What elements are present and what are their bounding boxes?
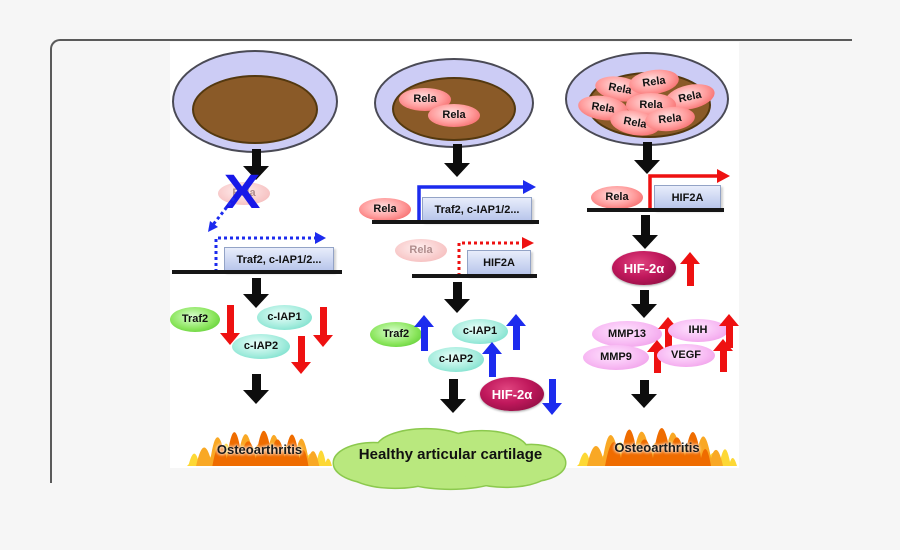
rela-weak: Rela — [395, 239, 447, 262]
decrease-arrow-icon — [542, 379, 562, 415]
down-arrow-icon — [632, 215, 658, 249]
ciap2-protein: c-IAP2 — [232, 334, 290, 359]
ciap1-protein: c-IAP1 — [452, 319, 508, 344]
strong-transcription-arrow-icon — [648, 169, 730, 211]
promoter-line — [587, 208, 724, 212]
blocked-transcription-arrow-icon — [208, 197, 326, 272]
ciap1-protein: c-IAP1 — [257, 305, 312, 330]
rela-protein: Rela — [428, 104, 480, 127]
down-arrow-icon — [243, 278, 269, 308]
down-arrow-icon — [631, 380, 657, 408]
weak-transcription-arrow-icon — [457, 237, 534, 276]
down-arrow-icon — [631, 290, 657, 318]
increase-arrow-icon — [482, 342, 502, 377]
fire-icon — [577, 427, 737, 466]
outcome-osteoarthritis: Osteoarthritis — [614, 440, 700, 455]
block-x-icon: X — [223, 166, 261, 219]
mmp9-protein: MMP9 — [583, 345, 649, 370]
gene-box-traf2-ciap: Traf2, c-IAP1/2... — [224, 247, 334, 272]
increase-arrow-icon — [506, 314, 526, 350]
down-arrow-icon — [243, 149, 269, 180]
traf2-protein: Traf2 — [170, 307, 220, 332]
figure-card: Rela X Traf2, c-IAP1/2... Traf2 c-IAP1 c… — [50, 39, 852, 491]
promoter-line — [412, 274, 537, 278]
promoter-line — [172, 270, 342, 274]
gene-box-hif2a: HIF2A — [654, 185, 721, 210]
increase-arrow-icon — [680, 252, 700, 286]
increase-arrow-icon — [414, 315, 434, 351]
gene-box-hif2a: HIF2A — [467, 250, 531, 276]
ciap2-protein: c-IAP2 — [428, 347, 484, 372]
hif2a-protein: HIF-2α — [480, 377, 544, 411]
promoter-line — [372, 220, 539, 224]
hif2a-protein: HIF-2α — [612, 251, 676, 285]
rela-protein: Rela — [359, 198, 411, 221]
gene-box-traf2-ciap: Traf2, c-IAP1/2... — [422, 197, 532, 222]
down-arrow-icon — [243, 374, 269, 404]
rela-protein: Rela — [591, 186, 643, 209]
rela-blocked: Rela — [218, 182, 270, 205]
down-arrow-icon — [444, 144, 470, 177]
down-arrow-icon — [634, 142, 660, 174]
active-transcription-arrow-icon — [417, 180, 536, 224]
nucleus-left — [192, 75, 318, 144]
down-arrow-icon — [444, 282, 470, 313]
down-arrow-icon — [440, 379, 466, 413]
traf2-protein: Traf2 — [370, 322, 422, 347]
decrease-arrow-icon — [313, 307, 333, 347]
vegf-protein: VEGF — [657, 344, 715, 367]
decrease-arrow-icon — [291, 336, 311, 374]
ihh-protein: IHH — [668, 319, 728, 342]
outcome-osteoarthritis: Osteoarthritis — [216, 442, 303, 457]
increase-arrow-icon — [719, 314, 739, 348]
outcome-healthy-cartilage: Healthy articular cartilage — [358, 446, 543, 463]
cartilage-blob-icon — [332, 427, 567, 491]
diagram-canvas: Rela X Traf2, c-IAP1/2... Traf2 c-IAP1 c… — [170, 42, 739, 491]
increase-arrow-icon — [713, 339, 733, 372]
